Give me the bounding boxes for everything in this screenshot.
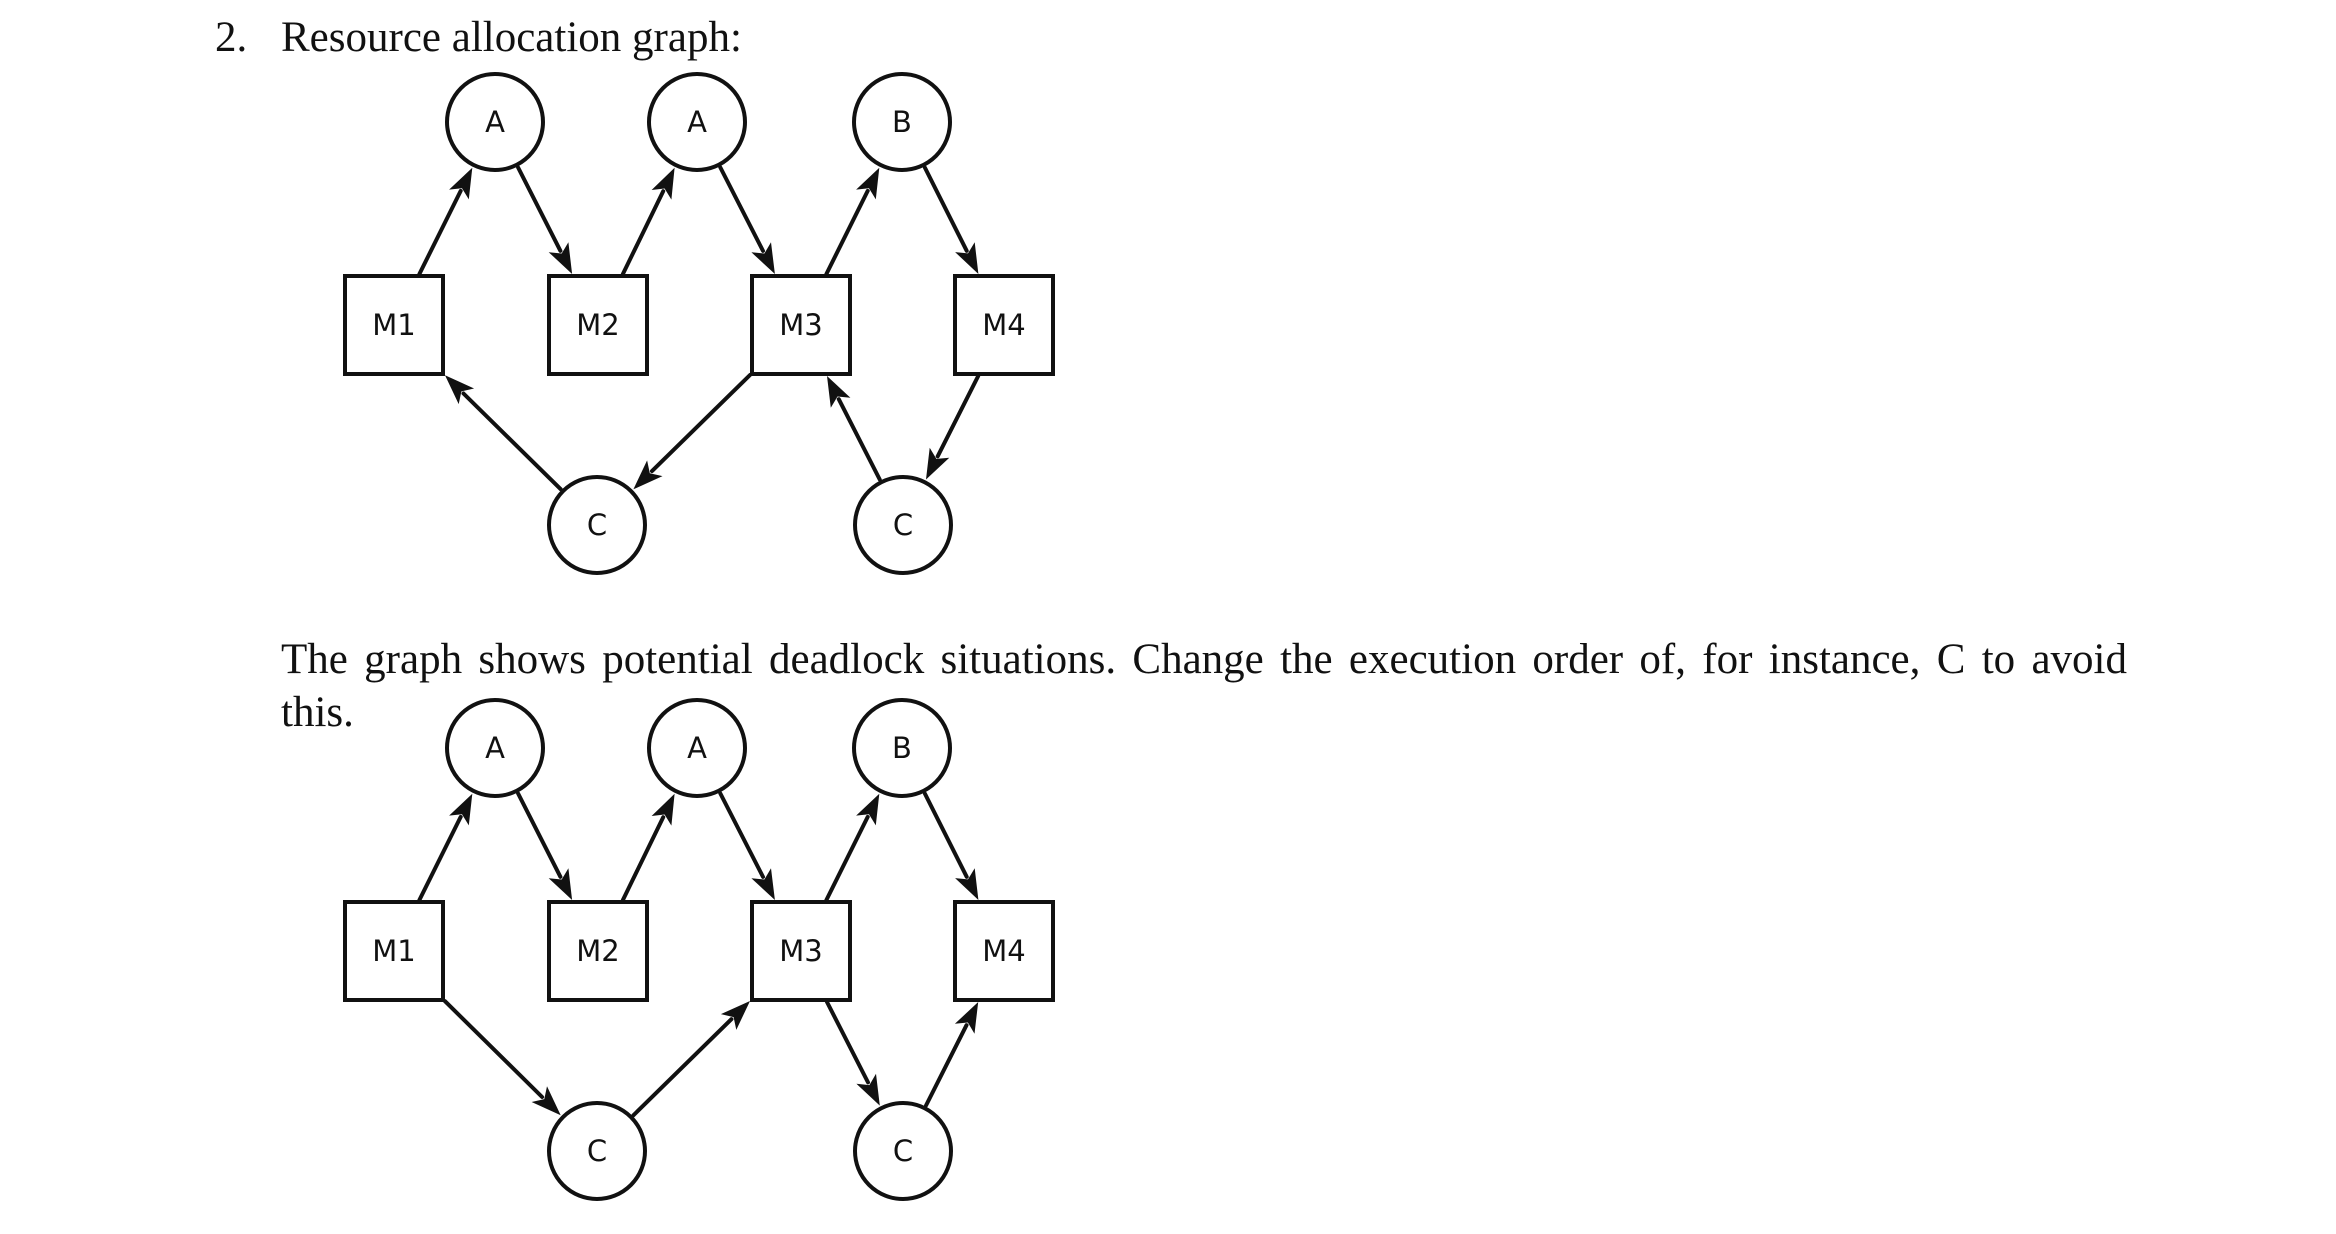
node-label-c2: C xyxy=(893,1134,913,1168)
edge-m1-to-a1 xyxy=(417,814,463,902)
graph-canvas-2: A A B C C M1 M2 M3 M4 xyxy=(343,698,1055,1201)
node-label-m2: M2 xyxy=(576,934,619,968)
edge-m2-to-a2 xyxy=(620,189,666,276)
arrowhead-c2-to-m3 xyxy=(827,376,851,408)
edge-c2-to-m4 xyxy=(924,1023,969,1108)
node-label-b: B xyxy=(892,731,912,765)
arrowhead-a1-to-m2 xyxy=(548,868,573,900)
resource-node-a2 xyxy=(647,72,747,172)
process-node-m1 xyxy=(343,900,445,1002)
resource-allocation-graph-fixed: A A B C C M1 M2 M3 M4 xyxy=(0,686,1200,1206)
edge-c1-to-m3 xyxy=(631,1017,734,1118)
process-node-m3 xyxy=(750,900,852,1002)
node-label-c1: C xyxy=(587,508,607,542)
arrowhead-m3-to-b xyxy=(856,793,880,826)
process-node-m1 xyxy=(343,274,445,376)
resource-node-b xyxy=(852,72,952,172)
arrowhead-b-to-m4 xyxy=(955,868,979,900)
node-label-m1: M1 xyxy=(372,934,415,968)
arrowhead-a2-to-m3 xyxy=(751,868,775,900)
arrowhead-m1-to-a1 xyxy=(449,167,473,200)
arrowhead-m3-to-c1 xyxy=(633,460,663,490)
edge-m2-to-a2 xyxy=(620,815,666,902)
process-node-m4 xyxy=(953,900,1055,1002)
node-label-c2: C xyxy=(893,508,913,542)
process-node-m2 xyxy=(547,900,649,1002)
edge-m3-to-b xyxy=(824,814,870,902)
arrowhead-m1-to-c1 xyxy=(531,1086,561,1116)
node-label-b: B xyxy=(892,105,912,139)
arrowhead-a1-to-m2 xyxy=(548,242,573,274)
resource-node-a1 xyxy=(445,72,545,172)
edge-m3-to-b xyxy=(824,188,870,276)
resource-allocation-graph-deadlock: A A B C C M1 M2 M3 M4 xyxy=(0,60,1200,580)
edge-m3-to-c1 xyxy=(650,373,752,474)
arrowhead-m1-to-a1 xyxy=(449,793,473,826)
node-label-a2: A xyxy=(687,731,707,765)
process-node-m4 xyxy=(953,274,1055,376)
node-label-a1: A xyxy=(485,731,505,765)
edge-a1-to-m2 xyxy=(516,791,563,879)
edge-m1-to-a1 xyxy=(417,188,463,276)
node-label-a1: A xyxy=(485,105,505,139)
resource-node-c2 xyxy=(853,1101,953,1201)
edge-b-to-m4 xyxy=(922,165,969,253)
arrowhead-c1-to-m3 xyxy=(720,1001,750,1030)
edge-a2-to-m3 xyxy=(718,791,765,879)
edge-c1-to-m1 xyxy=(461,391,563,492)
node-label-a2: A xyxy=(687,105,707,139)
edge-a1-to-m2 xyxy=(516,165,563,253)
process-node-m3 xyxy=(750,274,852,376)
node-label-m1: M1 xyxy=(372,308,415,342)
resource-node-a2 xyxy=(647,698,747,798)
edge-b-to-m4 xyxy=(922,791,969,879)
resource-node-a1 xyxy=(445,698,545,798)
edge-c2-to-m3 xyxy=(836,397,882,482)
arrowhead-m2-to-a2 xyxy=(651,167,675,200)
item-number: 2. xyxy=(215,14,248,61)
resource-node-c2 xyxy=(853,475,953,575)
edge-m1-to-c1 xyxy=(443,999,545,1099)
node-label-m4: M4 xyxy=(982,308,1025,342)
node-label-c1: C xyxy=(587,1134,607,1168)
arrowhead-m3-to-c2 xyxy=(856,1073,880,1106)
arrowhead-c1-to-m1 xyxy=(445,375,475,405)
item-heading: 2. Resource allocation graph: xyxy=(215,6,742,70)
arrowhead-m4-to-c2 xyxy=(926,447,950,480)
node-label-m3: M3 xyxy=(779,934,822,968)
node-label-m4: M4 xyxy=(982,934,1025,968)
arrowhead-m3-to-b xyxy=(856,167,880,200)
graph-canvas-1: A A B C C M1 M2 M3 M4 xyxy=(343,72,1055,575)
resource-node-b xyxy=(852,698,952,798)
arrowhead-m2-to-a2 xyxy=(651,793,675,826)
node-label-m3: M3 xyxy=(779,308,822,342)
node-label-m2: M2 xyxy=(576,308,619,342)
edge-a2-to-m3 xyxy=(718,165,765,253)
edge-m4-to-c2 xyxy=(935,374,981,459)
item-title: Resource allocation graph: xyxy=(281,14,742,61)
edge-m3-to-c2 xyxy=(825,1000,870,1085)
resource-node-c1 xyxy=(547,1101,647,1201)
process-node-m2 xyxy=(547,274,649,376)
explanation-text: The graph shows potential deadlock situa… xyxy=(281,636,2127,736)
arrowhead-b-to-m4 xyxy=(955,242,979,274)
arrowhead-a2-to-m3 xyxy=(751,242,775,274)
resource-node-c1 xyxy=(547,475,647,575)
arrowhead-c2-to-m4 xyxy=(954,1002,979,1034)
